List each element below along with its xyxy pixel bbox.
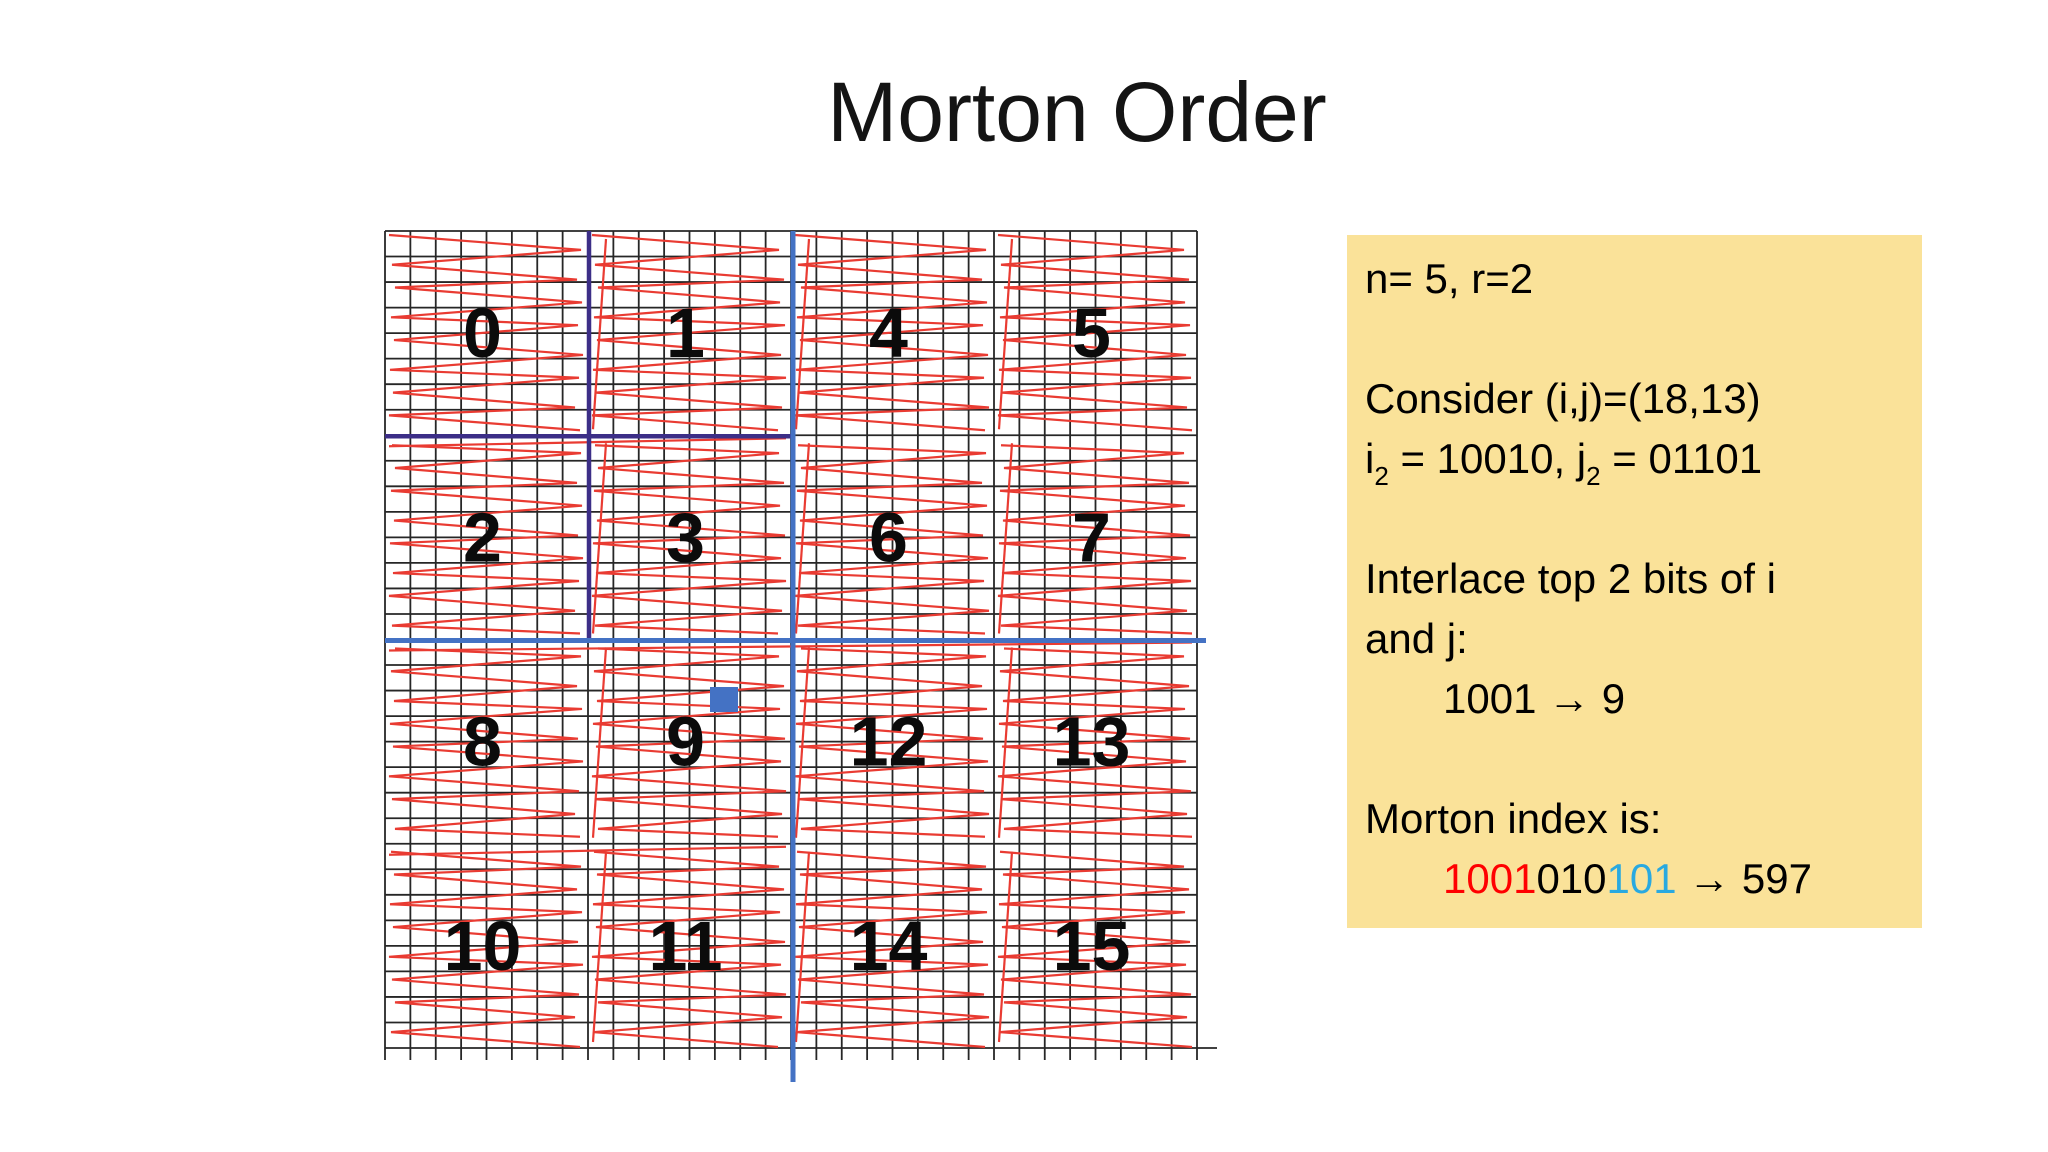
morton-curve-connector [591, 647, 608, 838]
morton-curve-connector [997, 238, 1014, 430]
morton-curve [794, 233, 990, 432]
info-text: 1001 → 9 [1443, 675, 1626, 722]
bits-cyan: 101 [1606, 855, 1677, 902]
info-text: Interlace top 2 bits of i [1365, 555, 1776, 602]
info-line-spacer [1365, 489, 1914, 549]
block-label: 8 [463, 703, 502, 781]
info-text: Morton index is: [1365, 795, 1662, 842]
morton-curve [591, 647, 787, 838]
block-label: 9 [666, 703, 705, 781]
bits-red: 1001 [1443, 855, 1537, 902]
info-line: 1001 → 9 [1365, 669, 1914, 729]
morton-curve-connector [591, 851, 608, 1043]
morton-curve [997, 444, 1193, 635]
info-line: i2 = 10010, j2 = 01101 [1365, 429, 1914, 491]
block-label: 6 [869, 498, 908, 576]
block-label: 2 [463, 498, 502, 576]
block-label: 5 [1072, 294, 1111, 372]
info-line-spacer [1365, 729, 1914, 789]
morton-curve [591, 850, 787, 1049]
info-text: and j: [1365, 615, 1468, 662]
morton-curve [997, 233, 1193, 432]
morton-curve-connector [997, 647, 1014, 838]
morton-curve-connector [591, 238, 608, 430]
info-line: 1001010101 → 597 [1365, 849, 1914, 909]
block-label: 14 [850, 907, 928, 985]
highlight-cell [710, 687, 738, 712]
morton-curve-connector [794, 238, 811, 430]
info-line: Consider (i,j)=(18,13) [1365, 369, 1914, 429]
info-text: = 10010, j [1388, 435, 1587, 482]
block-label: 10 [444, 907, 522, 985]
info-text: i [1365, 435, 1375, 482]
morton-curve-connector [388, 845, 787, 856]
morton-curve [997, 850, 1193, 1049]
morton-curve [388, 850, 584, 1049]
info-text: 2 [1374, 461, 1389, 491]
block-label: 12 [850, 703, 928, 781]
info-text: n= 5, r=2 [1365, 255, 1534, 302]
morton-curve [388, 233, 584, 432]
info-text: = 01101 [1600, 435, 1763, 482]
morton-curve-connector [997, 851, 1014, 1043]
info-text: 010 [1536, 855, 1607, 902]
morton-curve [794, 850, 990, 1049]
info-line: and j: [1365, 609, 1914, 669]
block-label: 13 [1053, 703, 1131, 781]
slide-title: Morton Order [827, 65, 1327, 159]
morton-curve [388, 444, 584, 635]
block-label: 0 [463, 294, 502, 372]
block-label: 4 [869, 294, 908, 372]
info-line: n= 5, r=2 [1365, 249, 1914, 309]
morton-curve [388, 647, 584, 838]
morton-curve-connector [794, 851, 811, 1043]
block-label: 7 [1072, 498, 1111, 576]
info-text: 2 [1586, 461, 1601, 491]
morton-curve-connector [997, 443, 1014, 634]
info-text: Consider (i,j)=(18,13) [1365, 375, 1761, 422]
morton-curve-connector [794, 443, 811, 634]
morton-curve [997, 647, 1193, 838]
info-text: → 597 [1676, 855, 1813, 902]
block-label: 1 [666, 294, 705, 372]
morton-curve [591, 233, 787, 432]
info-line: Interlace top 2 bits of i [1365, 549, 1914, 609]
morton-curve [794, 444, 990, 635]
block-label: 11 [649, 907, 723, 985]
morton-curve [794, 647, 990, 838]
morton-curve [591, 444, 787, 635]
info-line: Morton index is: [1365, 789, 1914, 849]
block-label: 15 [1053, 907, 1131, 985]
info-line-spacer [1365, 309, 1914, 369]
morton-curve-connector [591, 443, 608, 634]
block-label: 3 [666, 498, 705, 576]
morton-curve-connector [794, 647, 811, 838]
